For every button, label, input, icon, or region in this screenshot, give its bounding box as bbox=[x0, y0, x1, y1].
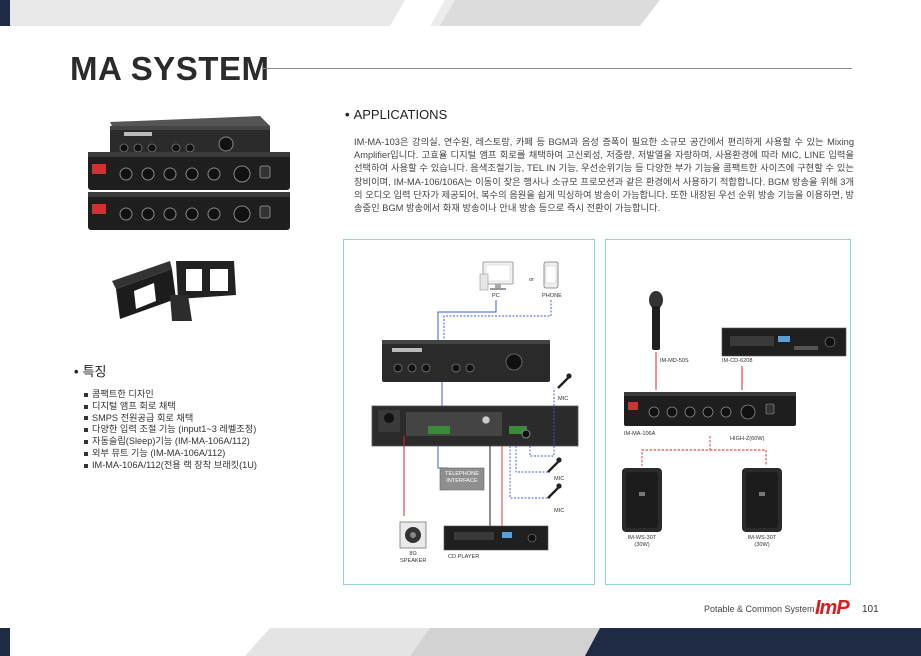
speaker-1-model: IM-WS-30T bbox=[627, 535, 657, 541]
applications-heading: •APPLICATIONS bbox=[345, 107, 447, 122]
square-bullet-icon bbox=[84, 404, 88, 409]
rack-bracket-image bbox=[106, 255, 242, 325]
brand-logo: ImP bbox=[815, 597, 850, 619]
top-band bbox=[0, 0, 921, 26]
speaker-icon bbox=[399, 521, 427, 549]
applications-description: IM-MA-103은 강의실, 연수원, 레스토랑, 카페 등 BGM과 음성 … bbox=[354, 137, 854, 214]
pc-monitor-icon bbox=[479, 261, 514, 291]
speaker-2-watt: (30W) bbox=[754, 542, 770, 548]
interface-text: INTERFACE bbox=[446, 478, 478, 484]
amp-model-label: IM-MA-106A bbox=[624, 431, 656, 437]
square-bullet-icon bbox=[84, 463, 88, 468]
connection-diagram-right: IM-MD-50S IM-CD-6208 IM-MA-106A HIGH-Z(6… bbox=[605, 239, 851, 585]
list-item: 콤팩트한 디자인 bbox=[84, 389, 257, 401]
cd-player-icon bbox=[443, 525, 549, 551]
mic-model-label: IM-MD-50S bbox=[660, 358, 689, 364]
speaker-2-label: IM-WS-30T (30W) bbox=[738, 535, 786, 549]
telephone-text: TELEPHONE bbox=[445, 471, 479, 477]
handheld-microphone-icon bbox=[649, 291, 663, 350]
speaker-text: SPEAKER bbox=[400, 558, 427, 564]
feature-text: 다양한 입력 조절 기능 (input1~3 레벨조정) bbox=[92, 424, 257, 435]
list-item: 다양한 입력 조절 기능 (input1~3 레벨조정) bbox=[84, 424, 257, 436]
feature-text: 자동슬립(Sleep)기능 (IM-MA-106A/112) bbox=[92, 436, 250, 447]
mic-label: MIC bbox=[554, 508, 565, 514]
list-item: 외부 뮤트 기능 (IM-MA-106A/112) bbox=[84, 448, 257, 460]
speaker-1-label: IM-WS-30T (30W) bbox=[618, 535, 666, 549]
wall-speaker-icon bbox=[622, 468, 662, 532]
amplifier-stack-image bbox=[84, 112, 294, 234]
microphone-icon bbox=[557, 373, 572, 389]
speaker-label: 8Ω SPEAKER bbox=[400, 551, 426, 565]
pc-label: PC bbox=[492, 293, 500, 299]
square-bullet-icon bbox=[84, 440, 88, 445]
list-item: SMPS 전원공급 회로 채택 bbox=[84, 413, 257, 425]
applications-heading-text: APPLICATIONS bbox=[353, 107, 448, 122]
wall-speaker-icon bbox=[742, 468, 782, 532]
phone-icon bbox=[543, 261, 559, 289]
cd-model-label: IM-CD-6208 bbox=[722, 358, 753, 364]
feature-text: IM-MA-106A/112(전용 랙 장착 브래킷(1U) bbox=[92, 459, 257, 470]
bullet-dot: • bbox=[74, 364, 79, 379]
speaker-ohm-text: 8Ω bbox=[409, 551, 417, 557]
list-item: 자동슬립(Sleep)기능 (IM-MA-106A/112) bbox=[84, 436, 257, 448]
bullet-dot: • bbox=[345, 107, 350, 122]
or-label: or bbox=[529, 277, 534, 283]
list-item: 디지털 앰프 회로 채택 bbox=[84, 401, 257, 413]
feature-text: 콤팩트한 디자인 bbox=[92, 389, 154, 399]
footer-text: Potable & Common System bbox=[704, 604, 815, 614]
microphone-icon bbox=[547, 483, 562, 499]
features-list: 콤팩트한 디자인 디지털 앰프 회로 채택 SMPS 전원공급 회로 채택 다양… bbox=[84, 389, 257, 472]
speaker-2-model: IM-WS-30T bbox=[747, 535, 777, 541]
title-divider bbox=[262, 68, 852, 69]
feature-text: 디지털 앰프 회로 채택 bbox=[92, 400, 176, 411]
mic-label: MIC bbox=[558, 396, 569, 402]
mic-label: MIC bbox=[554, 476, 565, 482]
speaker-1-watt: (30W) bbox=[634, 542, 650, 548]
connection-diagram-left: PC or PHONE MIC MIC MIC TELEPHONE INTERF… bbox=[343, 239, 595, 585]
page-title: MA SYSTEM bbox=[70, 50, 270, 87]
feature-text: SMPS 전원공급 회로 채택 bbox=[92, 412, 194, 423]
bottom-band bbox=[0, 628, 921, 656]
square-bullet-icon bbox=[84, 392, 88, 397]
list-item: IM-MA-106A/112(전용 랙 장착 브래킷(1U) bbox=[84, 460, 257, 472]
page-number: 101 bbox=[862, 604, 879, 615]
phone-label: PHONE bbox=[542, 293, 562, 299]
microphone-icon bbox=[547, 457, 562, 473]
square-bullet-icon bbox=[84, 428, 88, 433]
telephone-interface-label: TELEPHONE INTERFACE bbox=[442, 471, 482, 485]
square-bullet-icon bbox=[84, 416, 88, 421]
features-heading: •특징 bbox=[74, 361, 106, 380]
feature-text: 외부 뮤트 기능 (IM-MA-106A/112) bbox=[92, 447, 226, 458]
cd-player-label: CD PLAYER bbox=[448, 554, 480, 560]
square-bullet-icon bbox=[84, 451, 88, 456]
high-z-label: HIGH-Z(60W) bbox=[730, 436, 765, 442]
cd-unit-icon bbox=[721, 327, 847, 357]
features-heading-text: 특징 bbox=[82, 364, 107, 379]
